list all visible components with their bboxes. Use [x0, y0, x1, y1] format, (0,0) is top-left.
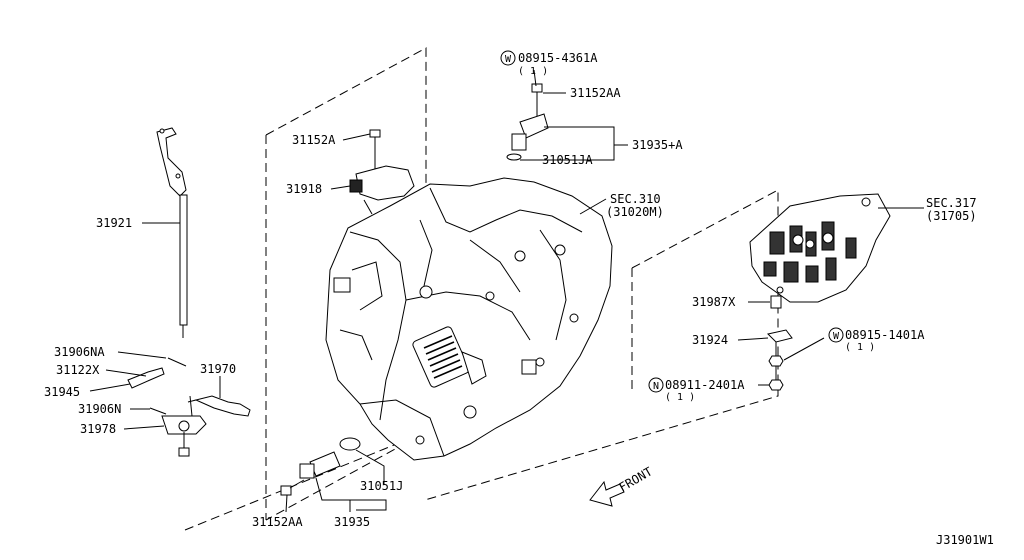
- label-31987X: 31987X: [692, 295, 736, 309]
- label-31152A: 31152A: [292, 133, 336, 147]
- label-31152AA-top: 31152AA: [570, 86, 621, 100]
- label-08911-2401A-qty: ( 1 ): [665, 392, 695, 403]
- label-08915-4361A: 08915-4361A: [518, 51, 598, 65]
- valve-body-sec317: [749, 193, 891, 303]
- label-31122X: 31122X: [56, 363, 100, 377]
- washer-marker-top: W: [500, 50, 516, 66]
- label-sec310-ref: (31020M): [606, 205, 664, 219]
- label-31152AA-bottom: 31152AA: [252, 515, 303, 529]
- label-31978: 31978: [80, 422, 116, 436]
- washer-marker-right: W: [828, 327, 844, 343]
- sensor-31935A: [506, 83, 549, 161]
- label-31051JA: 31051JA: [542, 153, 593, 167]
- washer-marker-top-label: W: [505, 54, 512, 65]
- sensor-bracket-31918: [349, 129, 415, 215]
- label-08915-4361A-qty: ( 1 ): [518, 66, 548, 77]
- label-08915-1401A-qty: ( 1 ): [845, 342, 875, 353]
- label-31924: 31924: [692, 333, 728, 347]
- label-sec317-ref: (31705): [926, 209, 977, 223]
- leader-lines: [89, 69, 924, 513]
- label-08911-2401A: 08911-2401A: [665, 378, 745, 392]
- label-31921: 31921: [96, 216, 132, 230]
- label-31935A: 31935+A: [632, 138, 683, 152]
- label-31906N: 31906N: [78, 402, 121, 416]
- label-31051J: 31051J: [360, 479, 403, 493]
- label-08915-1401A: 08915-1401A: [845, 328, 925, 342]
- lever-assembly: [127, 357, 251, 457]
- label-sec310: SEC.310: [610, 192, 661, 206]
- valve-parts-column: [767, 295, 793, 391]
- nut-marker-label: N: [653, 381, 659, 392]
- label-31945: 31945: [44, 385, 80, 399]
- sensor-31935: [280, 437, 361, 496]
- front-arrow-icon: [589, 480, 625, 507]
- label-31970: 31970: [200, 362, 236, 376]
- section-box-transmission: [184, 47, 427, 531]
- label-front: FRONT: [617, 464, 655, 494]
- label-31906NA: 31906NA: [54, 345, 105, 359]
- transmission-case: [325, 177, 613, 461]
- label-31935: 31935: [334, 515, 370, 529]
- nut-marker: N: [648, 377, 664, 393]
- label-31918: 31918: [286, 182, 322, 196]
- washer-marker-right-label: W: [833, 331, 840, 342]
- label-sec317: SEC.317: [926, 196, 977, 210]
- dipstick-31921: [156, 127, 188, 338]
- diagram-ref-code: J31901W1: [936, 533, 994, 547]
